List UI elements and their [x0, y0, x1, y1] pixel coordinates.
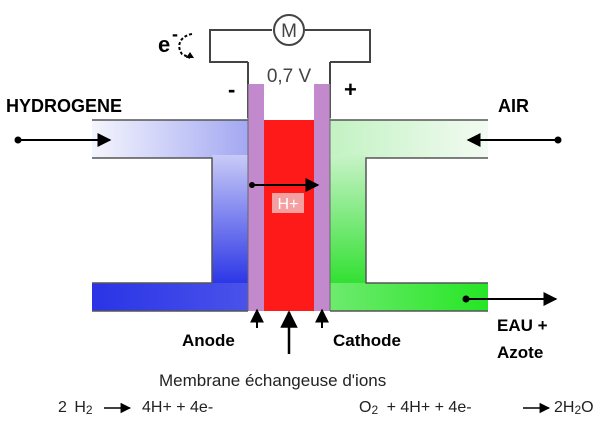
membrane	[264, 120, 314, 311]
anode-equation: 2 H2 4H+ + 4e-	[58, 399, 213, 417]
electron-sign: -	[172, 24, 178, 44]
anode-eq-coef: 2	[58, 399, 67, 416]
anode-eq-h-sub: 2	[86, 403, 93, 417]
anode-label: Anode	[182, 331, 235, 350]
air-input-arrow	[466, 133, 562, 147]
motor-label: M	[281, 21, 297, 42]
air-label: AIR	[498, 96, 529, 116]
cathode-chamber	[330, 119, 488, 312]
anode-chamber	[92, 119, 248, 312]
svg-text:O2 + 4H+ + 4e-: O2 + 4H+ + 4e-	[359, 399, 472, 418]
cathode-eq-product-post: O	[581, 399, 593, 416]
anode-eq-h: H	[74, 399, 86, 416]
output-label-line1: EAU +	[497, 316, 548, 335]
terminal-plus: +	[344, 77, 357, 102]
cathode-eq-product-sub: 2	[574, 403, 581, 417]
svg-text:2H2O: 2H2O	[554, 399, 594, 417]
output-label-line2: Azote	[497, 343, 543, 362]
cell-stack	[247, 84, 331, 311]
voltage-label: 0,7 V	[267, 66, 312, 87]
anode-eq-products: 4H+ + 4e-	[142, 399, 213, 416]
cathode-eq-o: O	[359, 399, 371, 416]
cathode-electrode	[314, 84, 330, 311]
hydrogen-label: HYDROGENE	[6, 96, 122, 116]
proton-transport: H+	[249, 178, 320, 213]
proton-label: H+	[278, 196, 299, 213]
cathode-eq-o-sub: 2	[371, 403, 378, 417]
cathode-eq-reactants: + 4H+ + 4e-	[387, 399, 472, 416]
cathode-equation: O2 + 4H+ + 4e- 2H2O	[359, 399, 594, 418]
motor: M	[272, 14, 305, 46]
electron-flow-arrow-icon	[178, 33, 193, 59]
electron-flow: e -	[158, 24, 194, 59]
anode-electrode	[248, 84, 264, 311]
water-output-arrow	[462, 292, 558, 306]
membrane-caption: Membrane échangeuse d'ions	[159, 371, 386, 390]
svg-text:2 H2: 2 H2	[58, 399, 93, 417]
terminal-minus: -	[228, 77, 235, 102]
cathode-label: Cathode	[333, 331, 401, 350]
electron-label: e	[158, 32, 170, 57]
cathode-eq-product-pre: 2H	[554, 399, 574, 416]
hydrogen-input-arrow	[14, 133, 112, 147]
motor-circle-icon	[273, 14, 305, 46]
